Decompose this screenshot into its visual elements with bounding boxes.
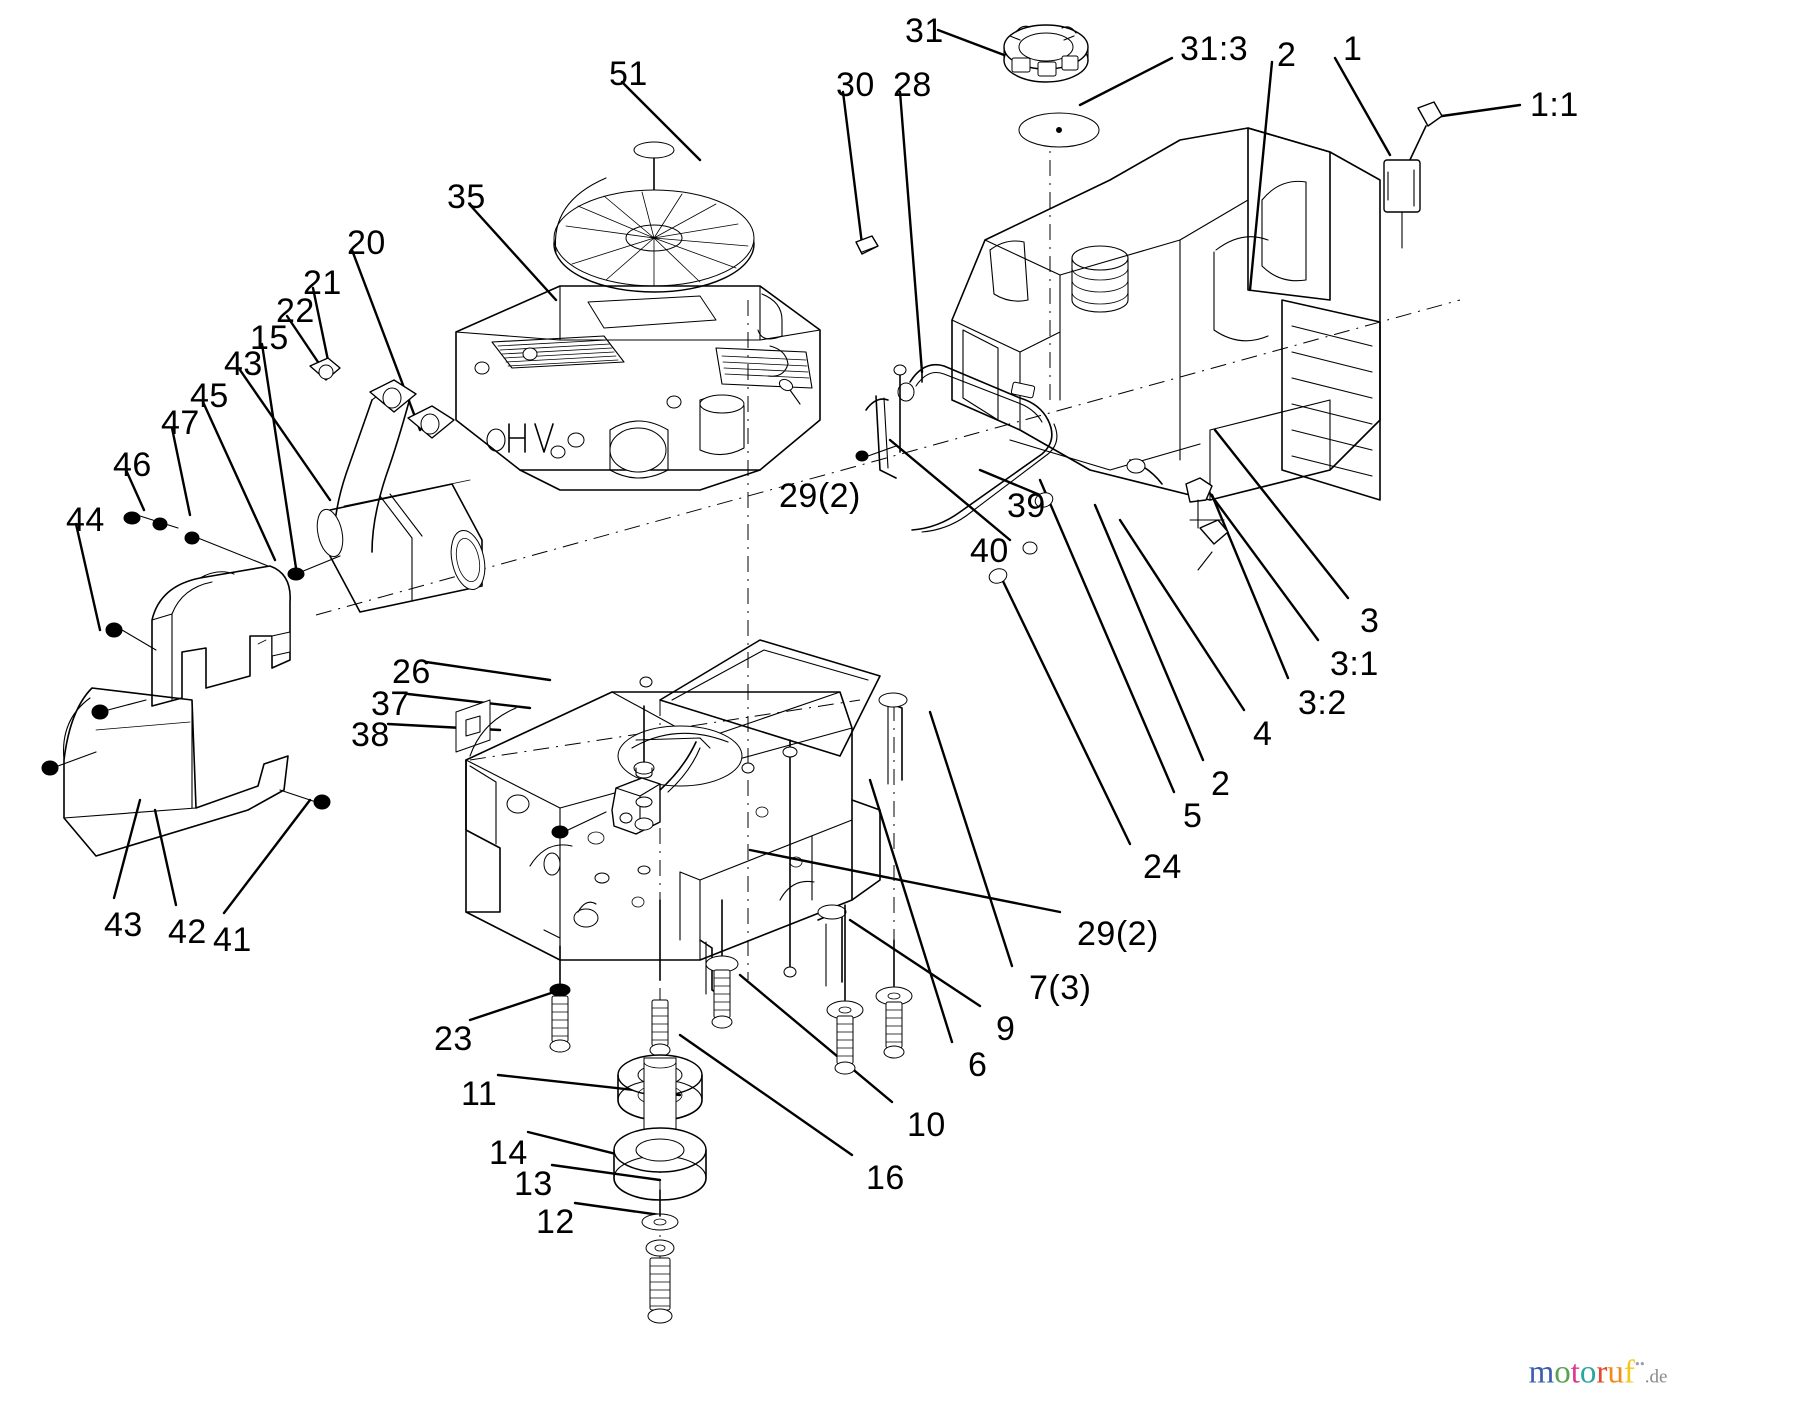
callout-29-2-upper: 29(2) — [779, 477, 861, 515]
callout-45: 45 — [190, 377, 229, 415]
callout-31-3: 31:3 — [1180, 30, 1249, 68]
watermark-dot-accent: •• — [1634, 1357, 1645, 1373]
fastener-stacks — [549, 235, 923, 1075]
callout-3-1: 3:1 — [1330, 645, 1379, 683]
callout-9: 9 — [996, 1010, 1016, 1048]
callout-47: 47 — [161, 404, 200, 442]
callout-3-2: 3:2 — [1298, 684, 1347, 722]
callout-44: 44 — [66, 501, 105, 539]
callout-20: 20 — [347, 224, 386, 262]
engine-pulley-assembly — [613, 1054, 707, 1324]
callout-3: 3 — [1360, 602, 1380, 640]
lift-rod-links — [699, 692, 908, 999]
engine-assembly-part-35 — [455, 141, 821, 491]
loose-hardware — [639, 378, 801, 774]
callout-26: 26 — [392, 653, 431, 691]
fuel-cap-part-31 — [1003, 24, 1089, 83]
callout-15: 15 — [250, 319, 289, 357]
watermark-letter-t: t — [1570, 1354, 1580, 1391]
callout-21: 21 — [303, 264, 342, 302]
callout-37: 37 — [371, 685, 410, 723]
fuel-cap-seal-part-31-3 — [1018, 112, 1100, 148]
callout-38: 38 — [351, 716, 390, 754]
callout-40: 40 — [970, 532, 1009, 570]
callout-1-1: 1:1 — [1530, 86, 1579, 124]
watermark-letter-u: u — [1607, 1354, 1624, 1391]
callout-5: 5 — [1183, 797, 1203, 835]
callout-30: 30 — [836, 66, 875, 104]
leader-lines — [74, 28, 1522, 1217]
callout-43-upper: 43 — [224, 345, 263, 383]
callout-24: 24 — [1143, 848, 1182, 886]
callout-16: 16 — [866, 1159, 905, 1197]
callout-4: 4 — [1253, 715, 1273, 753]
callout-12: 12 — [536, 1203, 575, 1241]
callout-28: 28 — [893, 66, 932, 104]
engine-ohv-marking — [486, 423, 554, 453]
callout-29-2-lower: 29(2) — [1077, 915, 1159, 953]
callout-35: 35 — [447, 178, 486, 216]
watermark-letter-o2: o — [1579, 1354, 1597, 1391]
fuel-tank-assembly — [951, 127, 1381, 501]
callout-22: 22 — [276, 292, 315, 330]
callout-11: 11 — [461, 1075, 498, 1113]
callout-2-lower: 2 — [1211, 765, 1231, 803]
callout-42: 42 — [168, 913, 207, 951]
callout-31: 31 — [905, 12, 944, 50]
callout-13: 13 — [514, 1165, 553, 1203]
callout-7-3: 7(3) — [1029, 969, 1092, 1007]
callout-6: 6 — [968, 1046, 988, 1084]
callout-23: 23 — [434, 1020, 473, 1058]
callout-1: 1 — [1343, 30, 1363, 68]
watermark-letter-r: r — [1596, 1354, 1608, 1391]
watermark-suffix: .de — [1644, 1366, 1668, 1388]
muffler-and-exhaust — [309, 357, 486, 613]
fuel-lines-and-fittings — [855, 363, 1229, 584]
callout-41: 41 — [213, 921, 252, 959]
muffler-heat-shields — [41, 511, 341, 857]
callout-43-lower: 43 — [104, 906, 143, 944]
callout-14: 14 — [489, 1134, 528, 1172]
motoruf-watermark: motoruf••.de — [1528, 1354, 1668, 1391]
watermark-letter-o1: o — [1554, 1354, 1571, 1391]
watermark-letter-f: f — [1623, 1354, 1635, 1391]
callout-51: 51 — [609, 55, 648, 93]
callout-39: 39 — [1007, 487, 1046, 525]
frame-chassis-assembly — [455, 639, 881, 961]
latch-handle-part-1-1 — [1383, 101, 1443, 249]
switch-bracket-parts-26-37-38 — [551, 705, 701, 884]
callout-46: 46 — [113, 446, 152, 484]
watermark-letter-m: m — [1528, 1354, 1555, 1391]
callout-2-top: 2 — [1277, 36, 1297, 74]
callout-10: 10 — [907, 1106, 946, 1144]
